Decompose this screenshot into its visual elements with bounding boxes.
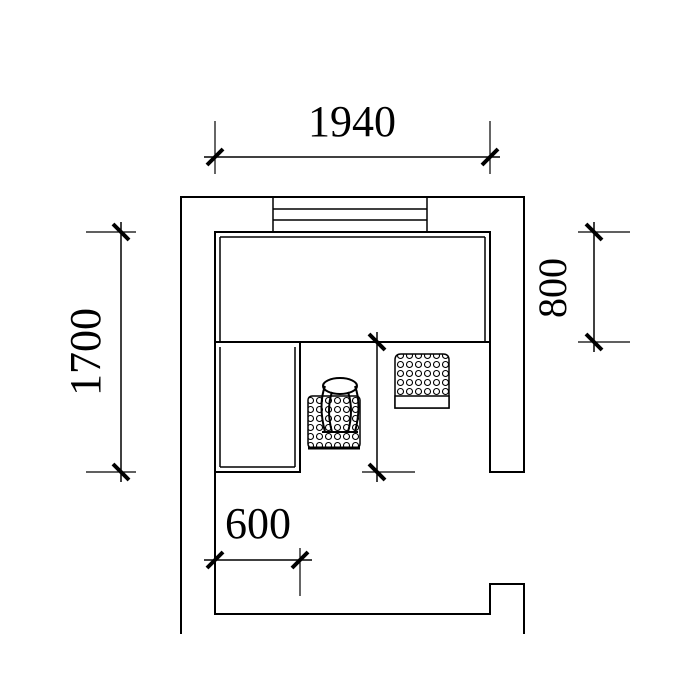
dim-label-height-right: 800 <box>530 258 575 318</box>
dim-label-width-bottom: 600 <box>225 499 291 548</box>
wardrobe <box>214 231 491 343</box>
dim-width-bottom: 600 <box>204 499 312 596</box>
dim-height-right: 800 <box>530 222 630 352</box>
dim-height-left: 1700 <box>61 222 136 482</box>
side-cabinet <box>214 341 301 473</box>
desk-chair-icon <box>307 395 361 450</box>
chair-icon <box>394 353 450 409</box>
window <box>272 197 428 232</box>
dim-label-width-top: 1940 <box>308 97 396 146</box>
bottom-wall <box>214 472 525 634</box>
dim-width-top: 1940 <box>204 97 500 174</box>
dim-desk-depth <box>362 332 415 482</box>
lamp-icon <box>320 377 360 433</box>
left-wall <box>180 196 525 634</box>
dim-label-height-left: 1700 <box>61 308 110 396</box>
